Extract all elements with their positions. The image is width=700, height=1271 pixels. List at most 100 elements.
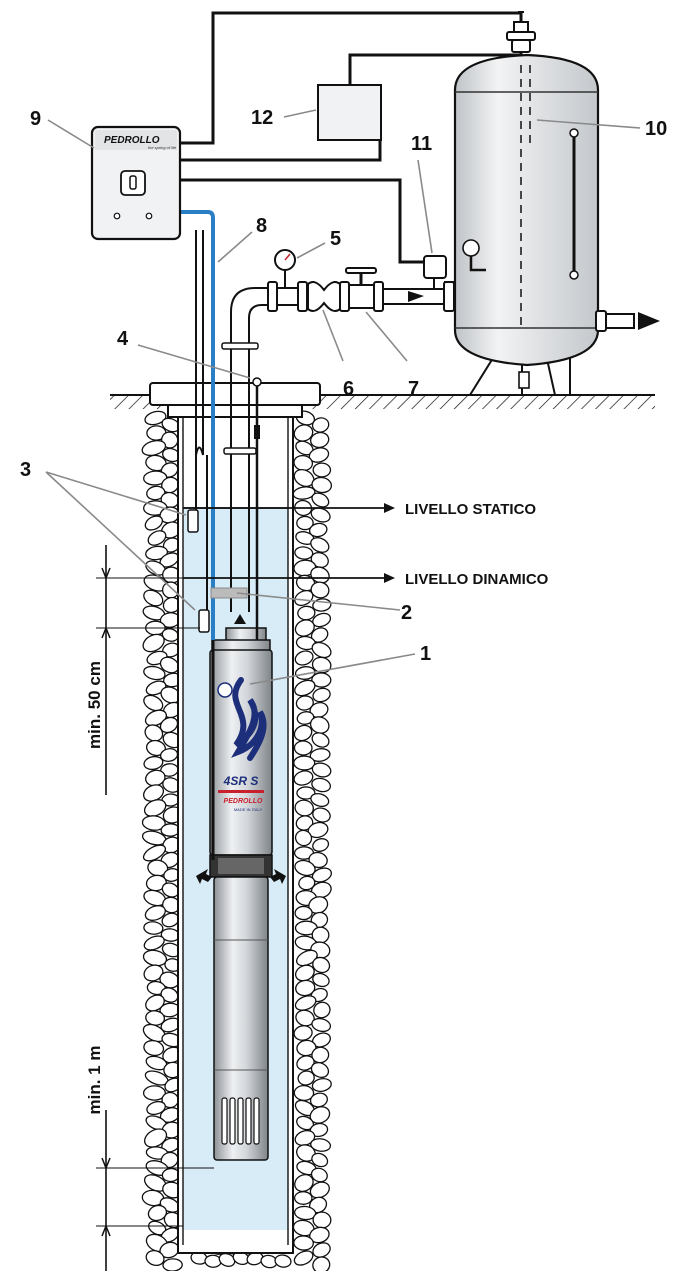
control-panel: PEDROLLO the spring of life — [90, 125, 182, 241]
gravel-stone — [310, 1138, 332, 1152]
level-probes — [187, 230, 210, 633]
gravel-stone — [296, 949, 318, 967]
check-valve — [307, 281, 341, 312]
intake-arrow-left-icon — [196, 869, 212, 884]
flange-d — [373, 281, 384, 312]
label-4: 4 — [117, 328, 129, 350]
gravel-stone — [141, 815, 166, 831]
gravel-stone — [145, 1249, 165, 1267]
gravel-stone — [311, 732, 330, 748]
gravel-stone — [294, 995, 317, 1011]
static-level-probe — [187, 509, 199, 533]
dimension-bottom-label: min. 1 m — [85, 1046, 104, 1115]
flange-b — [297, 281, 308, 312]
certification-seal-icon — [217, 682, 233, 698]
gravel-stone — [308, 851, 328, 869]
gravel-stone — [294, 905, 313, 921]
gravel-stone — [311, 1017, 332, 1033]
label-6: 6 — [343, 378, 354, 400]
motor-vent-slot — [221, 1097, 228, 1145]
gravel-stone — [143, 694, 164, 712]
gravel-stone — [309, 748, 331, 762]
gravel-stone — [311, 417, 330, 433]
gravel-stone — [144, 724, 164, 742]
gravel-stone — [294, 964, 315, 982]
pressure-tank-10 — [453, 11, 660, 396]
gravel-stone — [310, 431, 330, 449]
gravel-stone — [144, 1128, 168, 1148]
leader-lines — [45, 109, 641, 685]
gravel-stone — [142, 1085, 166, 1101]
gravel-stone — [310, 792, 330, 808]
dimension-top-label: min. 50 cm — [85, 661, 104, 749]
gravel-stone — [311, 1078, 332, 1092]
gravel-stone — [143, 1039, 165, 1057]
gravel-stone — [312, 1211, 332, 1229]
intake-arrow-right-icon — [270, 869, 286, 884]
static-level-indicator: LIVELLO STATICO — [183, 501, 536, 518]
gravel-stone — [311, 1046, 330, 1064]
label-3: 3 — [20, 459, 31, 481]
gravel-stone — [143, 964, 164, 982]
gravel-stone — [218, 1252, 236, 1267]
probe-sensor-2 — [210, 587, 248, 599]
gravel-stone — [294, 619, 315, 637]
gravel-stone — [143, 935, 165, 951]
gravel-stone — [144, 905, 166, 921]
auxiliary-box-12 — [317, 84, 382, 141]
gravel-stone — [312, 838, 330, 852]
delivery-pipe — [221, 287, 305, 624]
gravel-stone — [296, 515, 314, 531]
dynamic-level-arrow-icon — [384, 573, 395, 583]
dimension-min-1m: min. 1 m — [85, 1046, 214, 1271]
gravel-stone — [144, 709, 167, 727]
gravel-stone — [309, 716, 330, 734]
gravel-stone — [310, 507, 331, 523]
gravel-stone — [146, 1100, 166, 1116]
gravel-stone — [143, 589, 164, 607]
outlet-arrow-icon — [638, 312, 660, 330]
gate-valve — [348, 284, 375, 309]
dynamic-level-indicator: LIVELLO DINAMICO — [183, 571, 549, 588]
motor-vent-slot — [229, 1097, 236, 1145]
pump-subtitle: MADE IN ITALY — [234, 807, 263, 812]
gravel-stone — [296, 711, 315, 725]
gravel-stone — [311, 1152, 329, 1168]
gravel-stone — [143, 665, 166, 681]
tank-gauge-icon — [462, 239, 480, 257]
gravel-stone — [143, 921, 164, 935]
gravel-stone — [293, 770, 314, 786]
gravel-stone — [293, 724, 313, 742]
label-12: 12 — [251, 107, 273, 129]
gravel-stone — [294, 829, 313, 847]
pump-logo: PEDROLLO — [224, 798, 263, 805]
label-11: 11 — [411, 133, 432, 155]
gravel-stone — [293, 1235, 314, 1251]
gravel-stone — [298, 875, 316, 891]
gravel-stone — [293, 755, 316, 771]
gravel-stone — [295, 815, 314, 831]
gravel-stone — [297, 1070, 315, 1086]
label-10: 10 — [645, 118, 667, 140]
motor-vent-slot — [237, 1097, 244, 1145]
gravel-stone — [294, 650, 314, 666]
label-7: 7 — [408, 378, 419, 400]
flange-c — [339, 281, 350, 312]
gravel-stone — [144, 515, 164, 531]
safety-rope — [252, 377, 262, 640]
gravel-stone — [310, 537, 330, 553]
flow-up-arrow-icon — [234, 614, 246, 624]
gravel-stone — [312, 956, 331, 974]
well-head-cap — [149, 382, 321, 418]
label-2: 2 — [401, 602, 412, 624]
gravel-stone — [311, 762, 332, 778]
dynamic-level-probe — [198, 609, 210, 633]
motor-vent-slot — [245, 1097, 252, 1145]
gravel-stone — [294, 859, 316, 877]
discharge-line — [267, 249, 455, 312]
gravel-stone — [312, 807, 331, 823]
gravel-stone — [294, 546, 314, 560]
flange-e — [443, 281, 455, 312]
gravel-stone — [312, 1256, 331, 1271]
